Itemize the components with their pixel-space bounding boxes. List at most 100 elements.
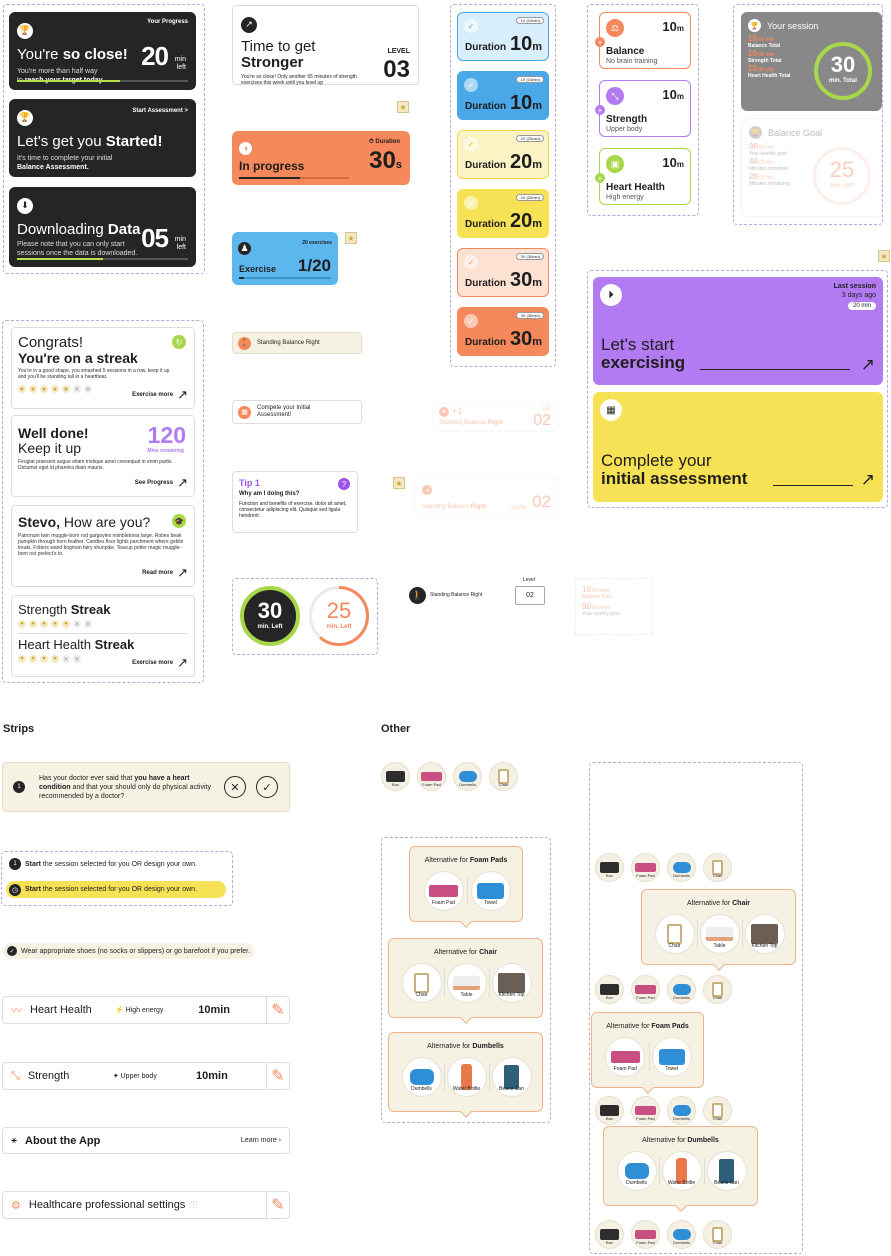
equipment-foam-pad[interactable]: Foam Pad: [631, 1096, 660, 1125]
heart-health-strip[interactable]: 〰 Heart Health ⚡ High energy 10min ✎: [2, 996, 290, 1024]
add-icon[interactable]: +: [595, 37, 605, 47]
alternative-option[interactable]: Towel: [470, 871, 511, 911]
refresh-icon: ↻: [172, 335, 186, 349]
level-select-label: Standing Balance Right: [430, 592, 483, 598]
session-title: Balance: [606, 46, 645, 57]
yes-button[interactable]: ✓: [256, 776, 278, 798]
alternative-option[interactable]: Table: [699, 914, 740, 954]
play-icon[interactable]: ⏵: [600, 284, 622, 306]
equipment-foam-pad[interactable]: Foam Pad: [631, 975, 660, 1004]
alternative-option[interactable]: Chair: [654, 914, 695, 954]
alternative-option[interactable]: Water Bottle: [661, 1151, 702, 1191]
start-assessment-link[interactable]: Start Assessment >: [132, 108, 188, 114]
arrow-icon[interactable]: ↗: [860, 470, 875, 489]
equipment-label: Foam Pad: [422, 782, 441, 787]
strength-strip[interactable]: ⤡ Strength ✦ Upper body 10min ✎: [2, 1062, 290, 1090]
info-icon[interactable]: ⓘ: [190, 1202, 198, 1209]
equipment-box[interactable]: Box: [595, 1220, 624, 1249]
streaks-card[interactable]: Strength Streak ●●●●●✕✕ Heart Health Str…: [11, 595, 195, 677]
equipment-box[interactable]: Box: [595, 1096, 624, 1125]
mins-remaining-value: 120: [147, 422, 186, 448]
equipment-chair[interactable]: Chair: [703, 1220, 732, 1249]
alternative-option[interactable]: Chair: [401, 963, 442, 1003]
add-icon[interactable]: +: [595, 173, 605, 183]
equipment-box[interactable]: Box: [381, 762, 410, 791]
streak-card[interactable]: ↻ Congrats! You're on a streak You're in…: [11, 327, 195, 409]
equipment-chair[interactable]: Chair: [703, 975, 732, 1004]
alternative-option[interactable]: Towel: [651, 1037, 692, 1077]
question-strip: 1 Has your doctor ever said that you hav…: [2, 762, 290, 812]
alternative-option[interactable]: Kitchen Top: [491, 963, 532, 1003]
equipment-foam-pad[interactable]: Foam Pad: [631, 1220, 660, 1249]
exercise-more-link[interactable]: Exercise more↗: [132, 655, 188, 670]
equipment-dumbells[interactable]: Dumbells: [667, 975, 696, 1004]
edit-icon[interactable]: ✎: [266, 997, 289, 1023]
equipment-chair[interactable]: Chair: [489, 762, 518, 791]
edit-icon[interactable]: ✎: [266, 1063, 289, 1089]
alternative-option[interactable]: Beans Can: [491, 1057, 532, 1097]
progress-bar: [239, 177, 349, 179]
no-button[interactable]: ✕: [224, 776, 246, 798]
option-label: Towel: [484, 900, 497, 906]
option-label: Beans Can: [499, 1086, 524, 1092]
popover-title: Alternative for Foam Pads: [424, 857, 508, 864]
about-strip[interactable]: ⚹ About the App Learn more ›: [2, 1127, 290, 1154]
equipment-dumbells[interactable]: Dumbells: [453, 762, 482, 791]
alternative-option[interactable]: Foam Pad: [423, 871, 464, 911]
equipment-foam-pad[interactable]: Foam Pad: [417, 762, 446, 791]
level-select-input[interactable]: 02: [515, 586, 545, 605]
alternative-option[interactable]: Water Bottle: [446, 1057, 487, 1097]
exercise-card[interactable]: ♟ 20 exercises Exercise 1/20: [232, 232, 338, 285]
hcp-strip[interactable]: ⚙ Healthcare professional settings ⓘ ✎: [2, 1191, 290, 1219]
equipment-label: Chair: [498, 782, 509, 787]
alternative-option[interactable]: Table: [446, 963, 487, 1003]
equipment-dumbells[interactable]: Dumbells: [667, 1096, 696, 1125]
equipment-foam-pad[interactable]: Foam Pad: [631, 853, 660, 882]
in-progress-card[interactable]: ◑ In progress ⏱ Duration 30s: [232, 131, 410, 185]
exercise-more-link[interactable]: Exercise more↗: [132, 387, 188, 402]
exercise-pill[interactable]: 🚶 Standing Balance Right: [232, 332, 362, 354]
alternative-option[interactable]: Kitchen Top: [744, 914, 785, 954]
start-assessment-card[interactable]: 🏆 Start Assessment > Let's get you Start…: [9, 99, 196, 177]
equipment-dumbells[interactable]: Dumbells: [667, 853, 696, 882]
progress-dark-card[interactable]: 🏆 Your Progress You're so close! You're …: [9, 12, 196, 90]
alternative-option[interactable]: Foam Pad: [605, 1037, 646, 1077]
learn-more-link[interactable]: Learn more ›: [240, 1137, 281, 1144]
equipment-dumbells[interactable]: Dumbells: [667, 1220, 696, 1249]
equipment-label: Dumbells: [673, 1240, 690, 1245]
read-more-link[interactable]: Read more↗: [142, 565, 188, 580]
alternative-option[interactable]: Dumbells: [616, 1151, 657, 1191]
start-exercising-card[interactable]: ⏵ Last session 3 days ago 20 min Let's s…: [593, 277, 883, 385]
alternative-option[interactable]: Beans Can: [706, 1151, 747, 1191]
edit-icon[interactable]: ✎: [266, 1192, 289, 1218]
stevo-card[interactable]: 🎓 Stevo, How are you? Patronum twin mugg…: [11, 505, 195, 587]
see-progress-link[interactable]: See Progress↗: [134, 475, 188, 490]
alternative-option[interactable]: Dumbells: [401, 1057, 442, 1097]
level-card[interactable]: ↗ Time to get Stronger You're so close! …: [232, 5, 419, 86]
add-icon[interactable]: +: [595, 105, 605, 115]
question-icon[interactable]: ?: [338, 478, 350, 490]
equipment-chair[interactable]: Chair: [703, 853, 732, 882]
start-instruction-highlighted[interactable]: ◷Start the session selected for you OR d…: [6, 881, 226, 898]
arrow-icon[interactable]: ↗: [860, 355, 875, 374]
equipment-box[interactable]: Box: [595, 853, 624, 882]
duration-value: 20m: [509, 210, 542, 232]
well-done-card[interactable]: Well done! Keep it up 120 Mins remaining…: [11, 415, 195, 497]
tip-card[interactable]: Tip 1 ? Why am I doing this? Function an…: [232, 471, 358, 533]
equipment-label: Foam Pad: [636, 995, 655, 1000]
duration-value: 20m: [509, 151, 542, 173]
equipment-box[interactable]: Box: [595, 975, 624, 1004]
equipment-chair[interactable]: Chair: [703, 1096, 732, 1125]
assessment-pill[interactable]: ▦ Compete your Initial Assessment!: [232, 400, 362, 424]
